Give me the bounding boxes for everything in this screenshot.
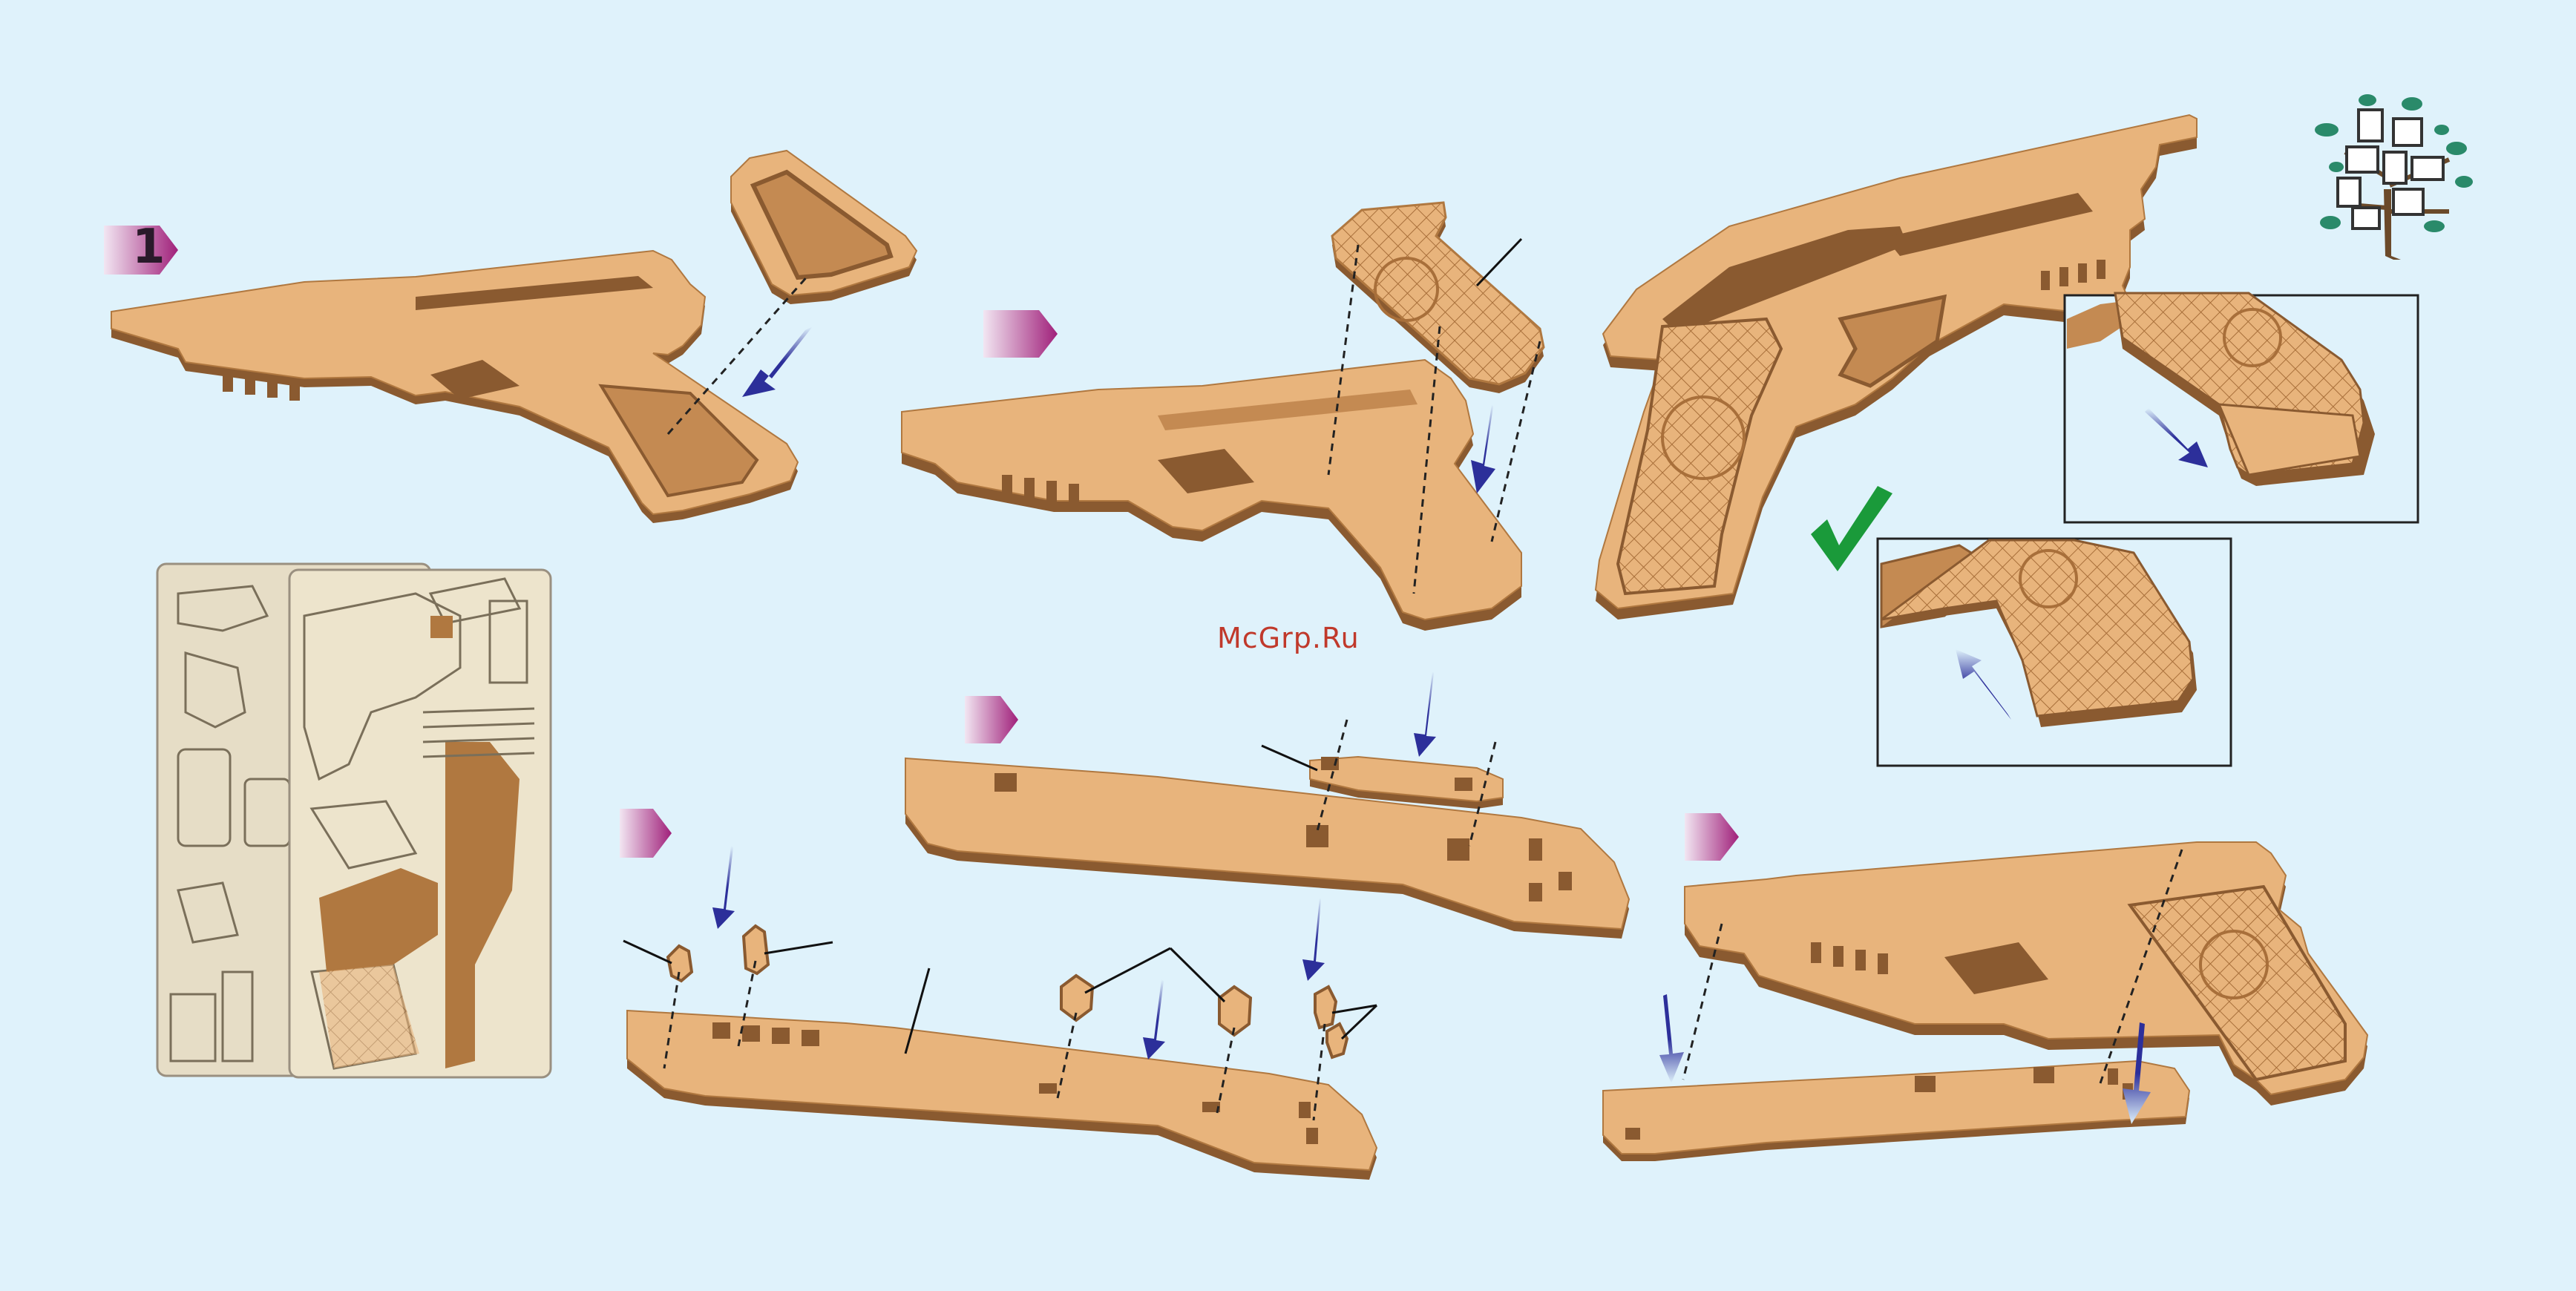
step-2-frame xyxy=(902,360,1521,631)
step-2-grip-panel xyxy=(1332,203,1544,393)
step-4-arrow-2 xyxy=(1143,979,1165,1060)
tree-frames-icon xyxy=(2315,94,2473,260)
step-4-peg-2 xyxy=(744,926,768,973)
step-4-arrow-1 xyxy=(712,846,735,929)
step-5-bar xyxy=(1603,1061,2189,1161)
step-2-arrow xyxy=(1471,404,1495,493)
step-5-arrow-1 xyxy=(1659,994,1684,1083)
detail-box-upper xyxy=(2065,293,2418,522)
step-1-frame xyxy=(111,251,798,523)
step-marker-4 xyxy=(620,809,672,858)
step-4-peg-1 xyxy=(668,946,692,981)
step-marker-5 xyxy=(1685,813,1739,861)
step-marker-3 xyxy=(965,696,1018,743)
watermark-text: McGrp.Ru xyxy=(1217,622,1360,654)
parts-sheet-front xyxy=(289,570,551,1077)
step-2-callout xyxy=(1477,239,1521,286)
step-1-arrow xyxy=(742,326,813,397)
detail-box-lower xyxy=(1878,539,2231,766)
step-4-bar xyxy=(627,1011,1377,1180)
step-3-callout xyxy=(1262,746,1317,770)
step-3-arrow-1 xyxy=(1414,671,1436,757)
step-1-magazine xyxy=(731,151,917,304)
step-number-1: 1 xyxy=(132,220,165,275)
step-4-peg-5 xyxy=(1315,987,1347,1057)
step-5-frame xyxy=(1685,842,2367,1106)
step-3-bar xyxy=(905,758,1629,939)
step-3-arrow-2 xyxy=(1302,898,1325,981)
step-marker-2 xyxy=(983,310,1058,358)
